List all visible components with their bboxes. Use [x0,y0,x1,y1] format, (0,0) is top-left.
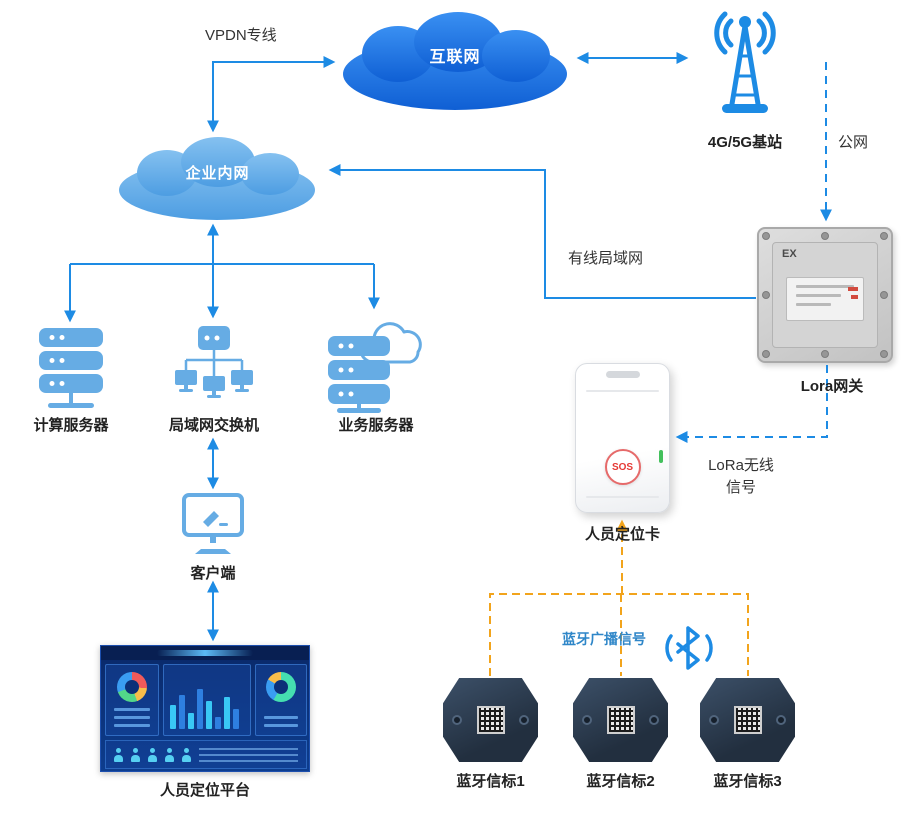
lora-gateway-label: Lora网关 [800,378,864,395]
screw-icon [821,350,829,358]
switch-network-icon [175,326,253,398]
wired-lan-label: 有线局域网 [568,250,644,267]
positioning-badge-device: SOS [575,363,670,513]
intranet-cloud: 企业内网 [115,133,320,225]
lan-switch [175,324,253,412]
status-led [659,450,663,463]
lora-gateway-device: EX [757,227,893,363]
screw-icon [582,715,592,725]
beacon-qr-code [733,706,762,734]
bluetooth-broadcast-label: 蓝牙广播信号 [562,631,646,647]
screw-icon [762,350,770,358]
lan-switch-label: 局域网交换机 [168,417,259,434]
donut-chart [117,672,147,702]
lora-signal-label: LoRa无线 信号 [697,455,785,499]
business-server [328,314,424,414]
monitor-icon [182,493,244,554]
bluetooth-beacon-device [573,678,668,762]
beacon-qr-code [476,706,505,734]
beacon-qr-code [606,706,635,734]
bluetooth-beacon-device [443,678,538,762]
gateway-red-mark [848,287,858,291]
screw-icon [880,350,888,358]
internet-cloud: 互联网 [338,8,572,116]
dashboard-left-panel [105,664,159,736]
beacon-3-label: 蓝牙信标3 [713,773,782,790]
public-net-label: 公网 [838,134,869,151]
lora-signal-line2: 信号 [725,479,756,496]
badge-body: SOS [575,363,670,513]
dashboard-right-panel [255,664,307,736]
edge-vpdn [207,56,336,133]
donut-chart [266,672,296,702]
badge-clip-slot [605,371,640,378]
cloud-icon [343,12,567,110]
sos-button: SOS [604,449,641,485]
gateway-ex-marking: EX [782,248,797,260]
client-workstation [181,492,245,560]
screw-icon [709,715,719,725]
screw-icon [649,715,659,725]
dashboard-title-bar [157,650,253,656]
screw-icon [880,232,888,240]
platform-label: 人员定位平台 [159,782,250,799]
badge-seam [586,390,659,392]
platform-dashboard-preview [100,645,310,772]
compute-server [38,328,104,414]
lora-signal-line1: LoRa无线 [708,457,774,474]
person-icon [165,747,174,762]
panel-legend [114,708,150,727]
panel-legend [264,716,298,727]
gateway-red-mark [851,295,858,299]
screw-icon [880,291,888,299]
bluetooth-broadcast-icon [663,622,717,674]
screw-icon [821,232,829,240]
cloud-icon [119,137,315,220]
mini-table-rows [199,747,298,762]
business-server-label: 业务服务器 [338,417,414,434]
server-cloud-icon [328,322,422,413]
screw-icon [452,715,462,725]
badge-label: 人员定位卡 [584,526,660,543]
person-icon [182,747,191,762]
internet-label: 互联网 [429,49,481,66]
screw-icon [762,232,770,240]
edge-wired-lan [328,164,756,299]
server-rack-icon [39,328,103,408]
beacon-1-label: 蓝牙信标1 [456,773,525,790]
badge-seam [586,496,659,498]
person-icon [114,747,123,762]
screw-icon [519,715,529,725]
person-icon [148,747,157,762]
intranet-label: 企业内网 [185,164,250,182]
dashboard-header [101,646,309,660]
base-station-label: 4G/5G基站 [707,134,783,151]
antenna-tower-icon [714,11,776,113]
vpdn-line-label: VPDN专线 [205,27,277,44]
beacon-2-label: 蓝牙信标2 [586,773,655,790]
client-label: 客户端 [190,565,236,582]
gateway-panel: EX [772,242,878,348]
gateway-enclosure: EX [757,227,893,363]
gateway-label-plate [786,277,864,321]
screw-icon [762,291,770,299]
compute-server-label: 计算服务器 [33,417,109,434]
dashboard-bar-chart [163,664,251,736]
screw-icon [776,715,786,725]
base-station [695,4,795,128]
bluetooth-beacon-device [700,678,795,762]
dashboard-bottom-strip [105,740,307,769]
person-icon [131,747,140,762]
